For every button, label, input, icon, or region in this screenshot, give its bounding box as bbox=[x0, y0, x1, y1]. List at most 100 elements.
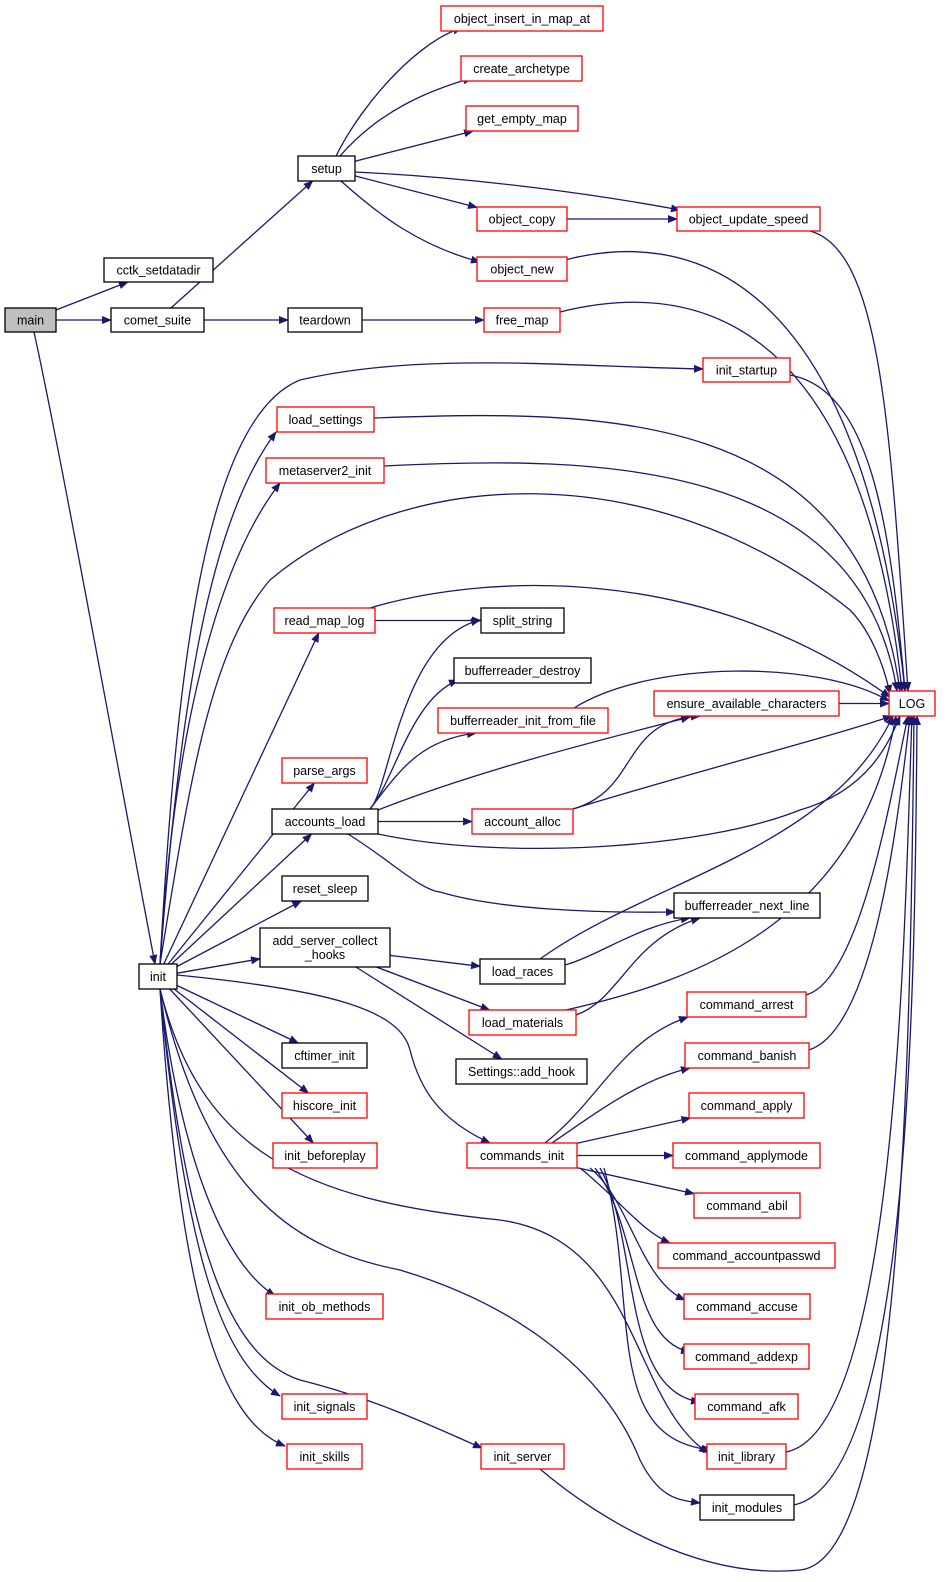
node-box[interactable] bbox=[476, 206, 568, 232]
node-accounts_load[interactable]: accounts_load bbox=[271, 808, 379, 835]
node-init_startup[interactable]: init_startup bbox=[702, 357, 791, 383]
node-setup[interactable]: setup bbox=[297, 155, 356, 182]
node-box[interactable] bbox=[657, 1242, 836, 1269]
node-init_signals[interactable]: init_signals bbox=[281, 1393, 368, 1420]
node-command_afk[interactable]: command_afk bbox=[694, 1393, 799, 1420]
node-box[interactable] bbox=[688, 1092, 805, 1119]
node-box[interactable] bbox=[440, 5, 604, 32]
node-box[interactable] bbox=[138, 963, 178, 990]
node-box[interactable] bbox=[693, 1192, 801, 1219]
node-box[interactable] bbox=[480, 1443, 565, 1470]
node-box[interactable] bbox=[103, 257, 214, 283]
node-load_materials[interactable]: load_materials bbox=[468, 1009, 577, 1036]
node-bufferreader_next_line[interactable]: bufferreader_next_line bbox=[673, 892, 821, 919]
node-init_ob_methods[interactable]: init_ob_methods bbox=[265, 1293, 384, 1320]
node-init_modules[interactable]: init_modules bbox=[699, 1494, 795, 1521]
node-box[interactable] bbox=[281, 1393, 368, 1420]
node-reset_sleep[interactable]: reset_sleep bbox=[281, 875, 369, 902]
node-Settings_add_hook[interactable]: Settings::add_hook bbox=[455, 1058, 588, 1085]
node-read_map_log[interactable]: read_map_log bbox=[273, 607, 376, 634]
node-bufferreader_destroy[interactable]: bufferreader_destroy bbox=[453, 657, 592, 684]
node-object_new[interactable]: object_new bbox=[476, 256, 568, 282]
node-box[interactable] bbox=[683, 1293, 811, 1320]
node-box[interactable] bbox=[272, 1142, 378, 1169]
node-box[interactable] bbox=[455, 1058, 588, 1085]
node-box[interactable] bbox=[699, 1494, 795, 1521]
node-split_string[interactable]: split_string bbox=[480, 607, 565, 634]
node-box[interactable] bbox=[706, 1443, 787, 1470]
node-object_update_speed[interactable]: object_update_speed bbox=[676, 206, 821, 232]
node-box[interactable] bbox=[286, 1443, 363, 1470]
node-box[interactable] bbox=[271, 808, 379, 835]
node-box[interactable] bbox=[702, 357, 791, 383]
node-command_banish[interactable]: command_banish bbox=[684, 1042, 810, 1069]
node-ensure_available_characters[interactable]: ensure_available_characters bbox=[653, 690, 840, 717]
node-free_map[interactable]: free_map bbox=[483, 307, 561, 333]
node-get_empty_map[interactable]: get_empty_map bbox=[465, 105, 579, 132]
node-box[interactable] bbox=[453, 657, 592, 684]
node-box[interactable] bbox=[653, 690, 840, 717]
node-box[interactable] bbox=[672, 1142, 821, 1169]
node-box[interactable] bbox=[694, 1393, 799, 1420]
node-box[interactable] bbox=[281, 1092, 368, 1119]
node-cftimer_init[interactable]: cftimer_init bbox=[281, 1042, 368, 1069]
node-box[interactable] bbox=[281, 757, 368, 784]
node-command_abil[interactable]: command_abil bbox=[693, 1192, 801, 1219]
node-parse_args[interactable]: parse_args bbox=[281, 757, 368, 784]
node-box[interactable] bbox=[888, 690, 936, 717]
node-box[interactable] bbox=[480, 607, 565, 634]
node-box[interactable] bbox=[297, 155, 356, 182]
node-account_alloc[interactable]: account_alloc bbox=[471, 808, 574, 835]
node-box[interactable] bbox=[479, 958, 566, 985]
node-add_server_collect_hooks[interactable]: add_server_collect_hooks bbox=[259, 927, 391, 968]
node-box[interactable] bbox=[276, 406, 375, 433]
node-command_apply[interactable]: command_apply bbox=[688, 1092, 805, 1119]
node-box[interactable] bbox=[4, 307, 57, 333]
node-box[interactable] bbox=[483, 307, 561, 333]
node-box[interactable] bbox=[684, 1042, 810, 1069]
node-box[interactable] bbox=[110, 307, 205, 333]
node-hiscore_init[interactable]: hiscore_init bbox=[281, 1092, 368, 1119]
node-object_insert_in_map_at[interactable]: object_insert_in_map_at bbox=[440, 5, 604, 32]
node-teardown[interactable]: teardown bbox=[287, 307, 363, 333]
node-main[interactable]: main bbox=[4, 307, 57, 333]
node-init[interactable]: init bbox=[138, 963, 178, 990]
node-box[interactable] bbox=[265, 457, 385, 484]
node-command_accuse[interactable]: command_accuse bbox=[683, 1293, 811, 1320]
node-command_accountpasswd[interactable]: command_accountpasswd bbox=[657, 1242, 836, 1269]
node-box[interactable] bbox=[437, 707, 609, 734]
node-init_server[interactable]: init_server bbox=[480, 1443, 565, 1470]
node-box[interactable] bbox=[265, 1293, 384, 1320]
node-box[interactable] bbox=[465, 105, 579, 132]
node-metaserver2_init[interactable]: metaserver2_init bbox=[265, 457, 385, 484]
node-box[interactable] bbox=[281, 1042, 368, 1069]
node-command_addexp[interactable]: command_addexp bbox=[683, 1343, 810, 1370]
node-load_settings[interactable]: load_settings bbox=[276, 406, 375, 433]
node-bufferreader_init_from_file[interactable]: bufferreader_init_from_file bbox=[437, 707, 609, 734]
node-box[interactable] bbox=[673, 892, 821, 919]
node-command_applymode[interactable]: command_applymode bbox=[672, 1142, 821, 1169]
node-box[interactable] bbox=[259, 927, 391, 968]
node-cctk_setdatadir[interactable]: cctk_setdatadir bbox=[103, 257, 214, 283]
node-init_library[interactable]: init_library bbox=[706, 1443, 787, 1470]
node-box[interactable] bbox=[273, 607, 376, 634]
node-box[interactable] bbox=[281, 875, 369, 902]
node-box[interactable] bbox=[686, 991, 807, 1018]
node-commands_init[interactable]: commands_init bbox=[466, 1142, 578, 1169]
node-create_archetype[interactable]: create_archetype bbox=[460, 55, 583, 82]
node-init_skills[interactable]: init_skills bbox=[286, 1443, 363, 1470]
node-box[interactable] bbox=[287, 307, 363, 333]
node-object_copy[interactable]: object_copy bbox=[476, 206, 568, 232]
node-load_races[interactable]: load_races bbox=[479, 958, 566, 985]
node-box[interactable] bbox=[466, 1142, 578, 1169]
node-box[interactable] bbox=[468, 1009, 577, 1036]
node-LOG[interactable]: LOG bbox=[888, 690, 936, 717]
node-command_arrest[interactable]: command_arrest bbox=[686, 991, 807, 1018]
node-box[interactable] bbox=[460, 55, 583, 82]
node-box[interactable] bbox=[471, 808, 574, 835]
node-box[interactable] bbox=[683, 1343, 810, 1370]
node-init_beforeplay[interactable]: init_beforeplay bbox=[272, 1142, 378, 1169]
node-box[interactable] bbox=[476, 256, 568, 282]
node-comet_suite[interactable]: comet_suite bbox=[110, 307, 205, 333]
node-box[interactable] bbox=[676, 206, 821, 232]
